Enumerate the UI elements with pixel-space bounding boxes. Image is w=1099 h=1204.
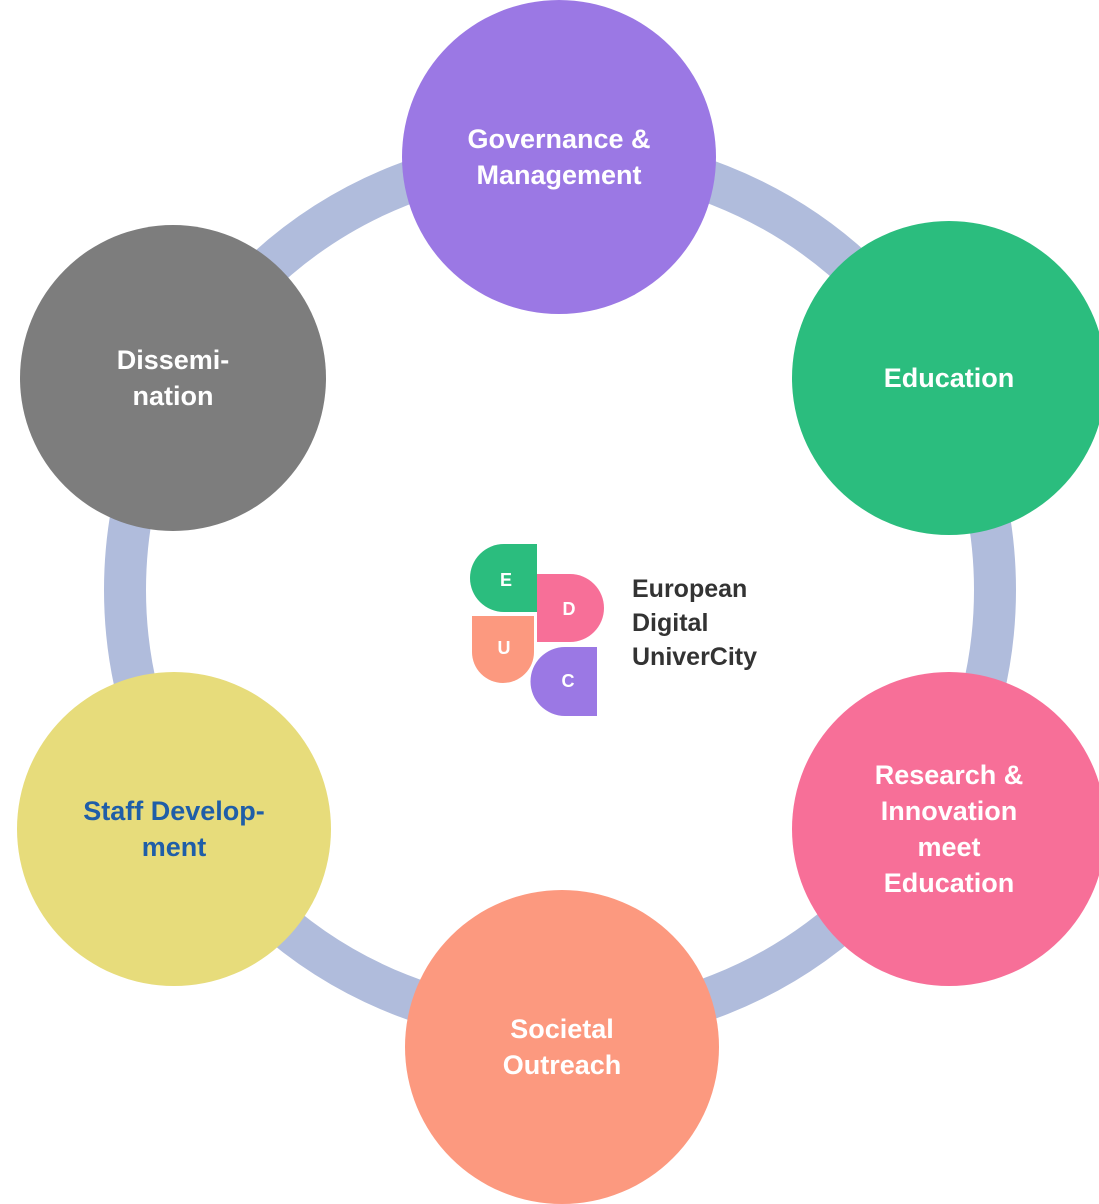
node-education-label: Education bbox=[883, 363, 1015, 393]
logo-text-line-3: UniverCity bbox=[632, 643, 758, 671]
node-dissemination-label: Dissemi-nation bbox=[116, 345, 230, 411]
logo-c-letter: C bbox=[562, 671, 575, 691]
node-societal-outreach: Societal Outreach bbox=[405, 890, 719, 1204]
node-staff-development: Staff Develop-ment bbox=[17, 672, 331, 986]
logo-u-letter: U bbox=[498, 638, 511, 658]
node-societal-label: Societal Outreach bbox=[502, 1014, 622, 1080]
logo-e-shape bbox=[470, 544, 537, 612]
node-governance-label: Governance & Management bbox=[467, 124, 651, 190]
logo-u-shape bbox=[472, 616, 534, 683]
node-governance-management: Governance & Management bbox=[402, 0, 716, 314]
logo-c-shape bbox=[530, 647, 597, 716]
logo-text-line-2: Digital bbox=[632, 609, 709, 637]
node-dissemination: Dissemi-nation bbox=[20, 225, 326, 531]
educ-logo-mark: E D U C bbox=[470, 544, 604, 716]
logo-d-shape bbox=[537, 574, 604, 642]
educ-logo: E D U C European Digital UniverCity bbox=[470, 544, 770, 719]
logo-d-letter: D bbox=[563, 599, 576, 619]
logo-e-letter: E bbox=[500, 570, 512, 590]
node-research-label: Research & Innovation meet Education bbox=[874, 760, 1024, 898]
node-research-innovation: Research & Innovation meet Education bbox=[792, 672, 1099, 986]
logo-text-line-1: European bbox=[632, 575, 748, 603]
node-staff-label: Staff Develop-ment bbox=[83, 796, 265, 862]
node-education: Education bbox=[792, 221, 1099, 535]
